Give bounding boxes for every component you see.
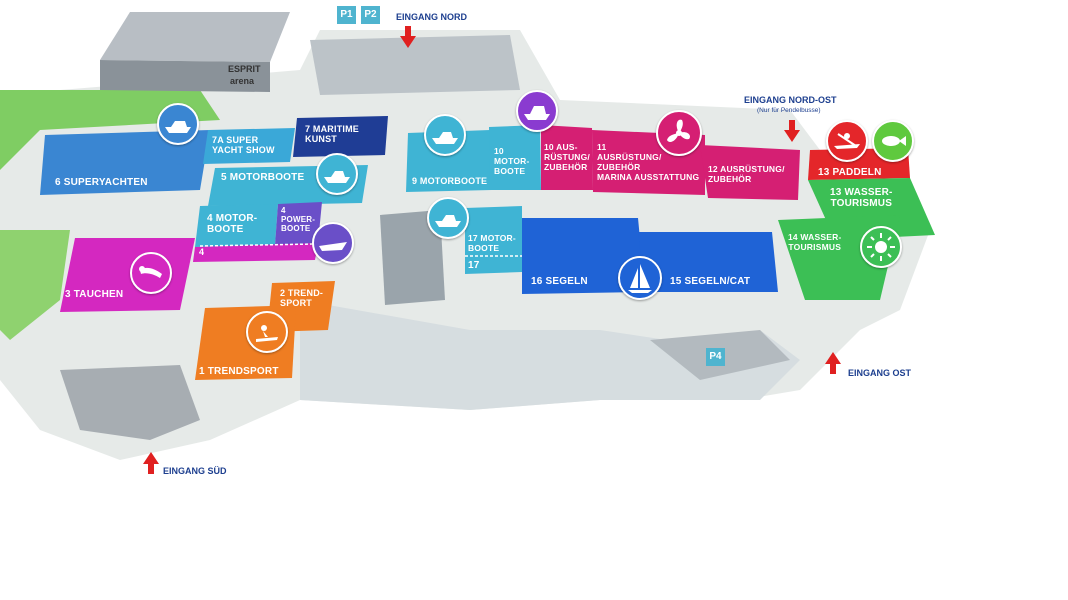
hall-10-ausr-label[interactable]: 10 AUS- RÜSTUNG/ ZUBEHÖR xyxy=(544,142,590,172)
hall-15-shape xyxy=(638,232,778,292)
esprit-arena-wall xyxy=(100,60,270,92)
hall-4-label[interactable]: 4 MOTOR- BOOTE xyxy=(207,213,258,235)
kitesurf-icon[interactable] xyxy=(246,311,288,353)
arena-brand: ESPRIT xyxy=(228,64,261,74)
hall-7a-shape xyxy=(203,128,295,164)
hall-7-label[interactable]: 7 MARITIME KUNST xyxy=(305,124,360,144)
entrance-nord-arrow-icon xyxy=(400,26,416,48)
motorboat-icon[interactable] xyxy=(424,114,466,156)
hall-5-label[interactable]: 5 MOTORBOOTE xyxy=(221,172,305,183)
esprit-arena-roof xyxy=(100,12,290,62)
hall-4-strip-label: 4 xyxy=(199,247,205,257)
hall-12-label[interactable]: 12 AUSRÜSTUNG/ ZUBEHÖR xyxy=(708,164,785,184)
hall-2-label[interactable]: 2 TREND- SPORT xyxy=(280,288,324,308)
parking-p2[interactable]: P2 xyxy=(361,6,380,24)
entrance-sued-label[interactable]: EINGANG SÜD xyxy=(163,466,227,476)
north-hall-block xyxy=(310,35,520,95)
motorboat-icon[interactable] xyxy=(316,153,358,195)
parking-p4[interactable]: P4 xyxy=(706,348,725,366)
lake-promenade xyxy=(300,300,800,410)
sailboat-icon[interactable] xyxy=(618,256,662,300)
entrance-ost-label[interactable]: EINGANG OST xyxy=(848,368,912,378)
entrance-sued-arrow-icon xyxy=(143,452,159,474)
hall-9-label[interactable]: 9 MOTORBOOTE xyxy=(412,176,488,186)
entrance-nordost-note: (Nur für Pendelbusse) xyxy=(757,107,821,114)
hall-12-shape xyxy=(700,145,800,200)
hall-4-shape xyxy=(195,204,278,247)
central-tower xyxy=(380,210,445,305)
parking-p1[interactable]: P1 xyxy=(337,6,356,24)
hall-3-shape xyxy=(60,238,195,312)
hall-13-paddeln-label[interactable]: 13 PADDELN xyxy=(818,167,882,178)
hall-13-wasser-label[interactable]: 13 WASSER- TOURISMUS xyxy=(830,187,893,209)
hall-10-motor-label[interactable]: 10 MOTOR- BOOTE xyxy=(494,146,530,176)
hall-6-label[interactable]: 6 SUPERYACHTEN xyxy=(55,177,148,188)
hall-3-label[interactable]: 3 TAUCHEN xyxy=(65,289,124,300)
hall-10-motor-shape xyxy=(489,125,541,190)
entrance-nord-label[interactable]: EINGANG NORD xyxy=(396,12,468,22)
south-plaza xyxy=(60,365,200,440)
hall-7-shape xyxy=(293,116,388,157)
entrance-nordost-arrow-icon xyxy=(784,120,800,142)
hall-6-shape xyxy=(40,130,210,195)
sun-icon[interactable] xyxy=(860,226,902,268)
entrance-nordost-label[interactable]: EINGANG NORD-OST xyxy=(744,95,837,105)
yacht-icon[interactable] xyxy=(157,103,199,145)
hall-14-label[interactable]: 14 WASSER- TOURISMUS xyxy=(788,232,842,252)
hall-4-divider xyxy=(199,243,317,247)
kayak-icon[interactable] xyxy=(826,120,868,162)
hall-11-label[interactable]: 11 AUSRÜSTUNG/ ZUBEHÖR MARINA AUSSTATTUN… xyxy=(597,142,700,182)
fish-icon[interactable] xyxy=(872,120,914,162)
green-area-south-west xyxy=(0,230,70,340)
hall-4-strip-shape xyxy=(193,243,318,262)
hall-4-power-label[interactable]: 4 POWER- BOOTE xyxy=(281,206,316,233)
speedboat-icon[interactable] xyxy=(312,222,354,264)
yacht-icon[interactable] xyxy=(516,90,558,132)
hall-17-label: 17 xyxy=(468,260,480,271)
hall-15-label[interactable]: 15 SEGELN/CAT xyxy=(670,276,751,287)
hall-1-label[interactable]: 1 TRENDSPORT xyxy=(199,366,279,377)
hall-17-motor-label[interactable]: 17 MOTOR- BOOTE xyxy=(468,233,516,253)
hall-4-power-shape xyxy=(275,202,322,245)
entrance-ost-arrow-icon xyxy=(825,352,841,374)
hall-17-shape xyxy=(465,206,522,274)
hall-16-label[interactable]: 16 SEGELN xyxy=(531,276,588,287)
hall-7a-label[interactable]: 7a SUPER YACHT SHOW xyxy=(212,135,275,155)
diver-icon[interactable] xyxy=(130,252,172,294)
arena-name: arena xyxy=(230,76,255,86)
motorboat-icon[interactable] xyxy=(427,197,469,239)
hall-16-shape xyxy=(522,218,645,294)
hall-10-ausr-shape xyxy=(541,125,593,190)
propeller-icon[interactable] xyxy=(656,110,702,156)
